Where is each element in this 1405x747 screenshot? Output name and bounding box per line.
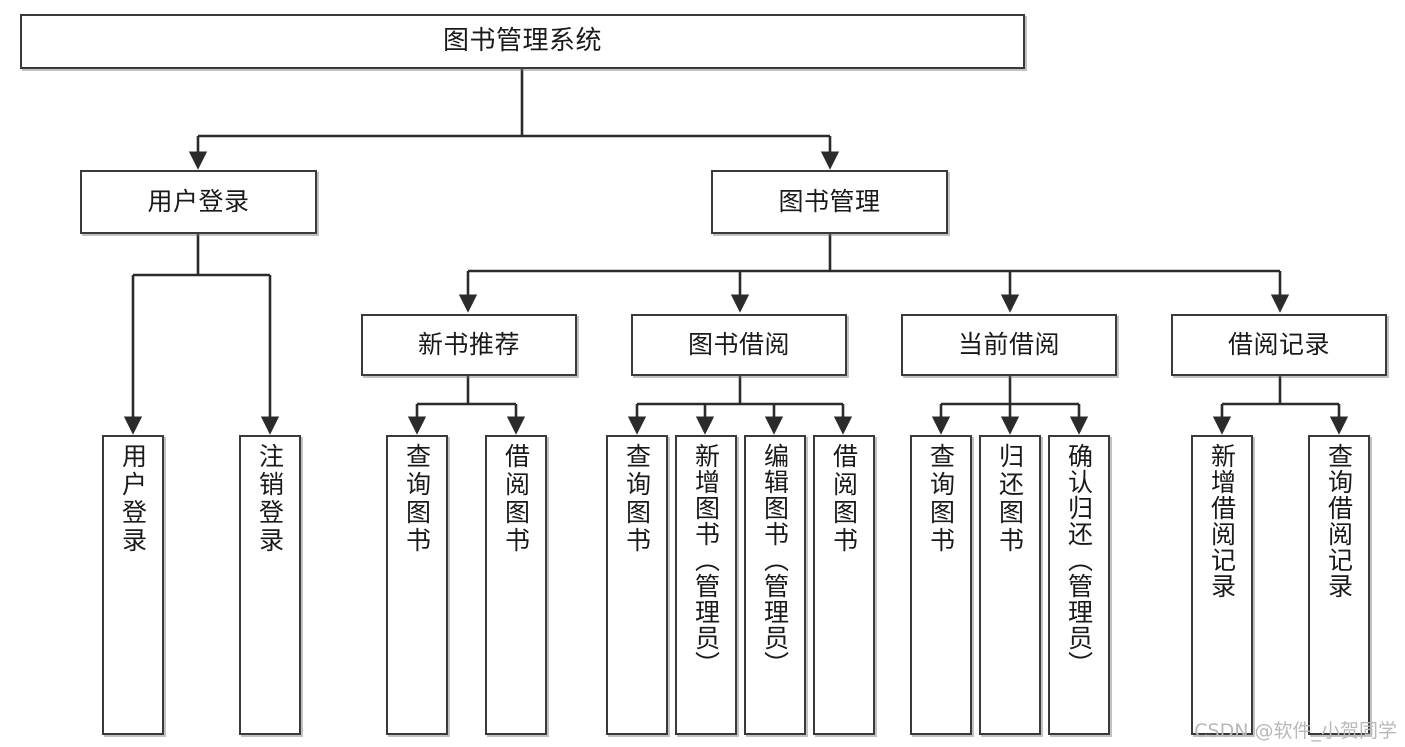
node-label: 借阅图书 [829,443,859,555]
node-label: 借阅记录 [1227,330,1330,359]
node-current-borrowing[interactable]: 当前借阅 [901,314,1117,376]
node-label: 图书管理 [778,187,881,216]
leaf-confirm-return-admin[interactable]: 确认归还（管理员） [1048,435,1110,735]
leaf-borrow-book-recommendation[interactable]: 借阅图书 [485,435,547,735]
node-label: 当前借阅 [957,330,1060,359]
node-label: 新书推荐 [417,330,520,359]
leaf-query-book-borrowing[interactable]: 查询图书 [606,435,668,735]
leaf-add-borrowing-record[interactable]: 新增借阅记录 [1191,435,1253,735]
leaf-add-book-admin[interactable]: 新增图书（管理员） [675,435,737,735]
leaf-user-login[interactable]: 用户登录 [102,435,164,735]
node-label: 新增图书（管理员） [691,443,721,677]
leaf-query-book-current[interactable]: 查询图书 [910,435,972,735]
leaf-edit-book-admin[interactable]: 编辑图书（管理员） [744,435,806,735]
node-label: 图书管理系统 [442,25,602,56]
node-user-login[interactable]: 用户登录 [80,170,317,234]
node-book-borrowing[interactable]: 图书借阅 [631,314,847,376]
node-label: 借阅图书 [501,443,531,555]
node-label: 确认归还（管理员） [1064,443,1094,677]
node-borrowing-record[interactable]: 借阅记录 [1171,314,1387,376]
node-label: 查询图书 [926,443,956,555]
node-label: 查询借阅记录 [1324,443,1354,599]
node-label: 编辑图书（管理员） [760,443,790,677]
leaf-query-borrowing-record[interactable]: 查询借阅记录 [1308,435,1370,735]
node-label: 图书借阅 [687,330,790,359]
node-label: 查询图书 [402,443,432,555]
leaf-return-book[interactable]: 归还图书 [979,435,1041,735]
node-label: 新增借阅记录 [1207,443,1237,599]
node-label: 用户登录 [147,187,250,216]
csdn-watermark: CSDN @软件_小贺同学 [1194,720,1397,742]
leaf-query-book-recommendation[interactable]: 查询图书 [386,435,448,735]
node-new-book-recommendation[interactable]: 新书推荐 [361,314,577,376]
node-label: 归还图书 [995,443,1025,555]
node-book-management[interactable]: 图书管理 [711,170,948,234]
node-label: 注销登录 [255,443,285,555]
node-label: 用户登录 [118,443,148,555]
node-label: 查询图书 [622,443,652,555]
leaf-borrow-book-borrowing[interactable]: 借阅图书 [813,435,875,735]
node-root-book-management-system[interactable]: 图书管理系统 [20,14,1025,69]
leaf-logout[interactable]: 注销登录 [239,435,301,735]
